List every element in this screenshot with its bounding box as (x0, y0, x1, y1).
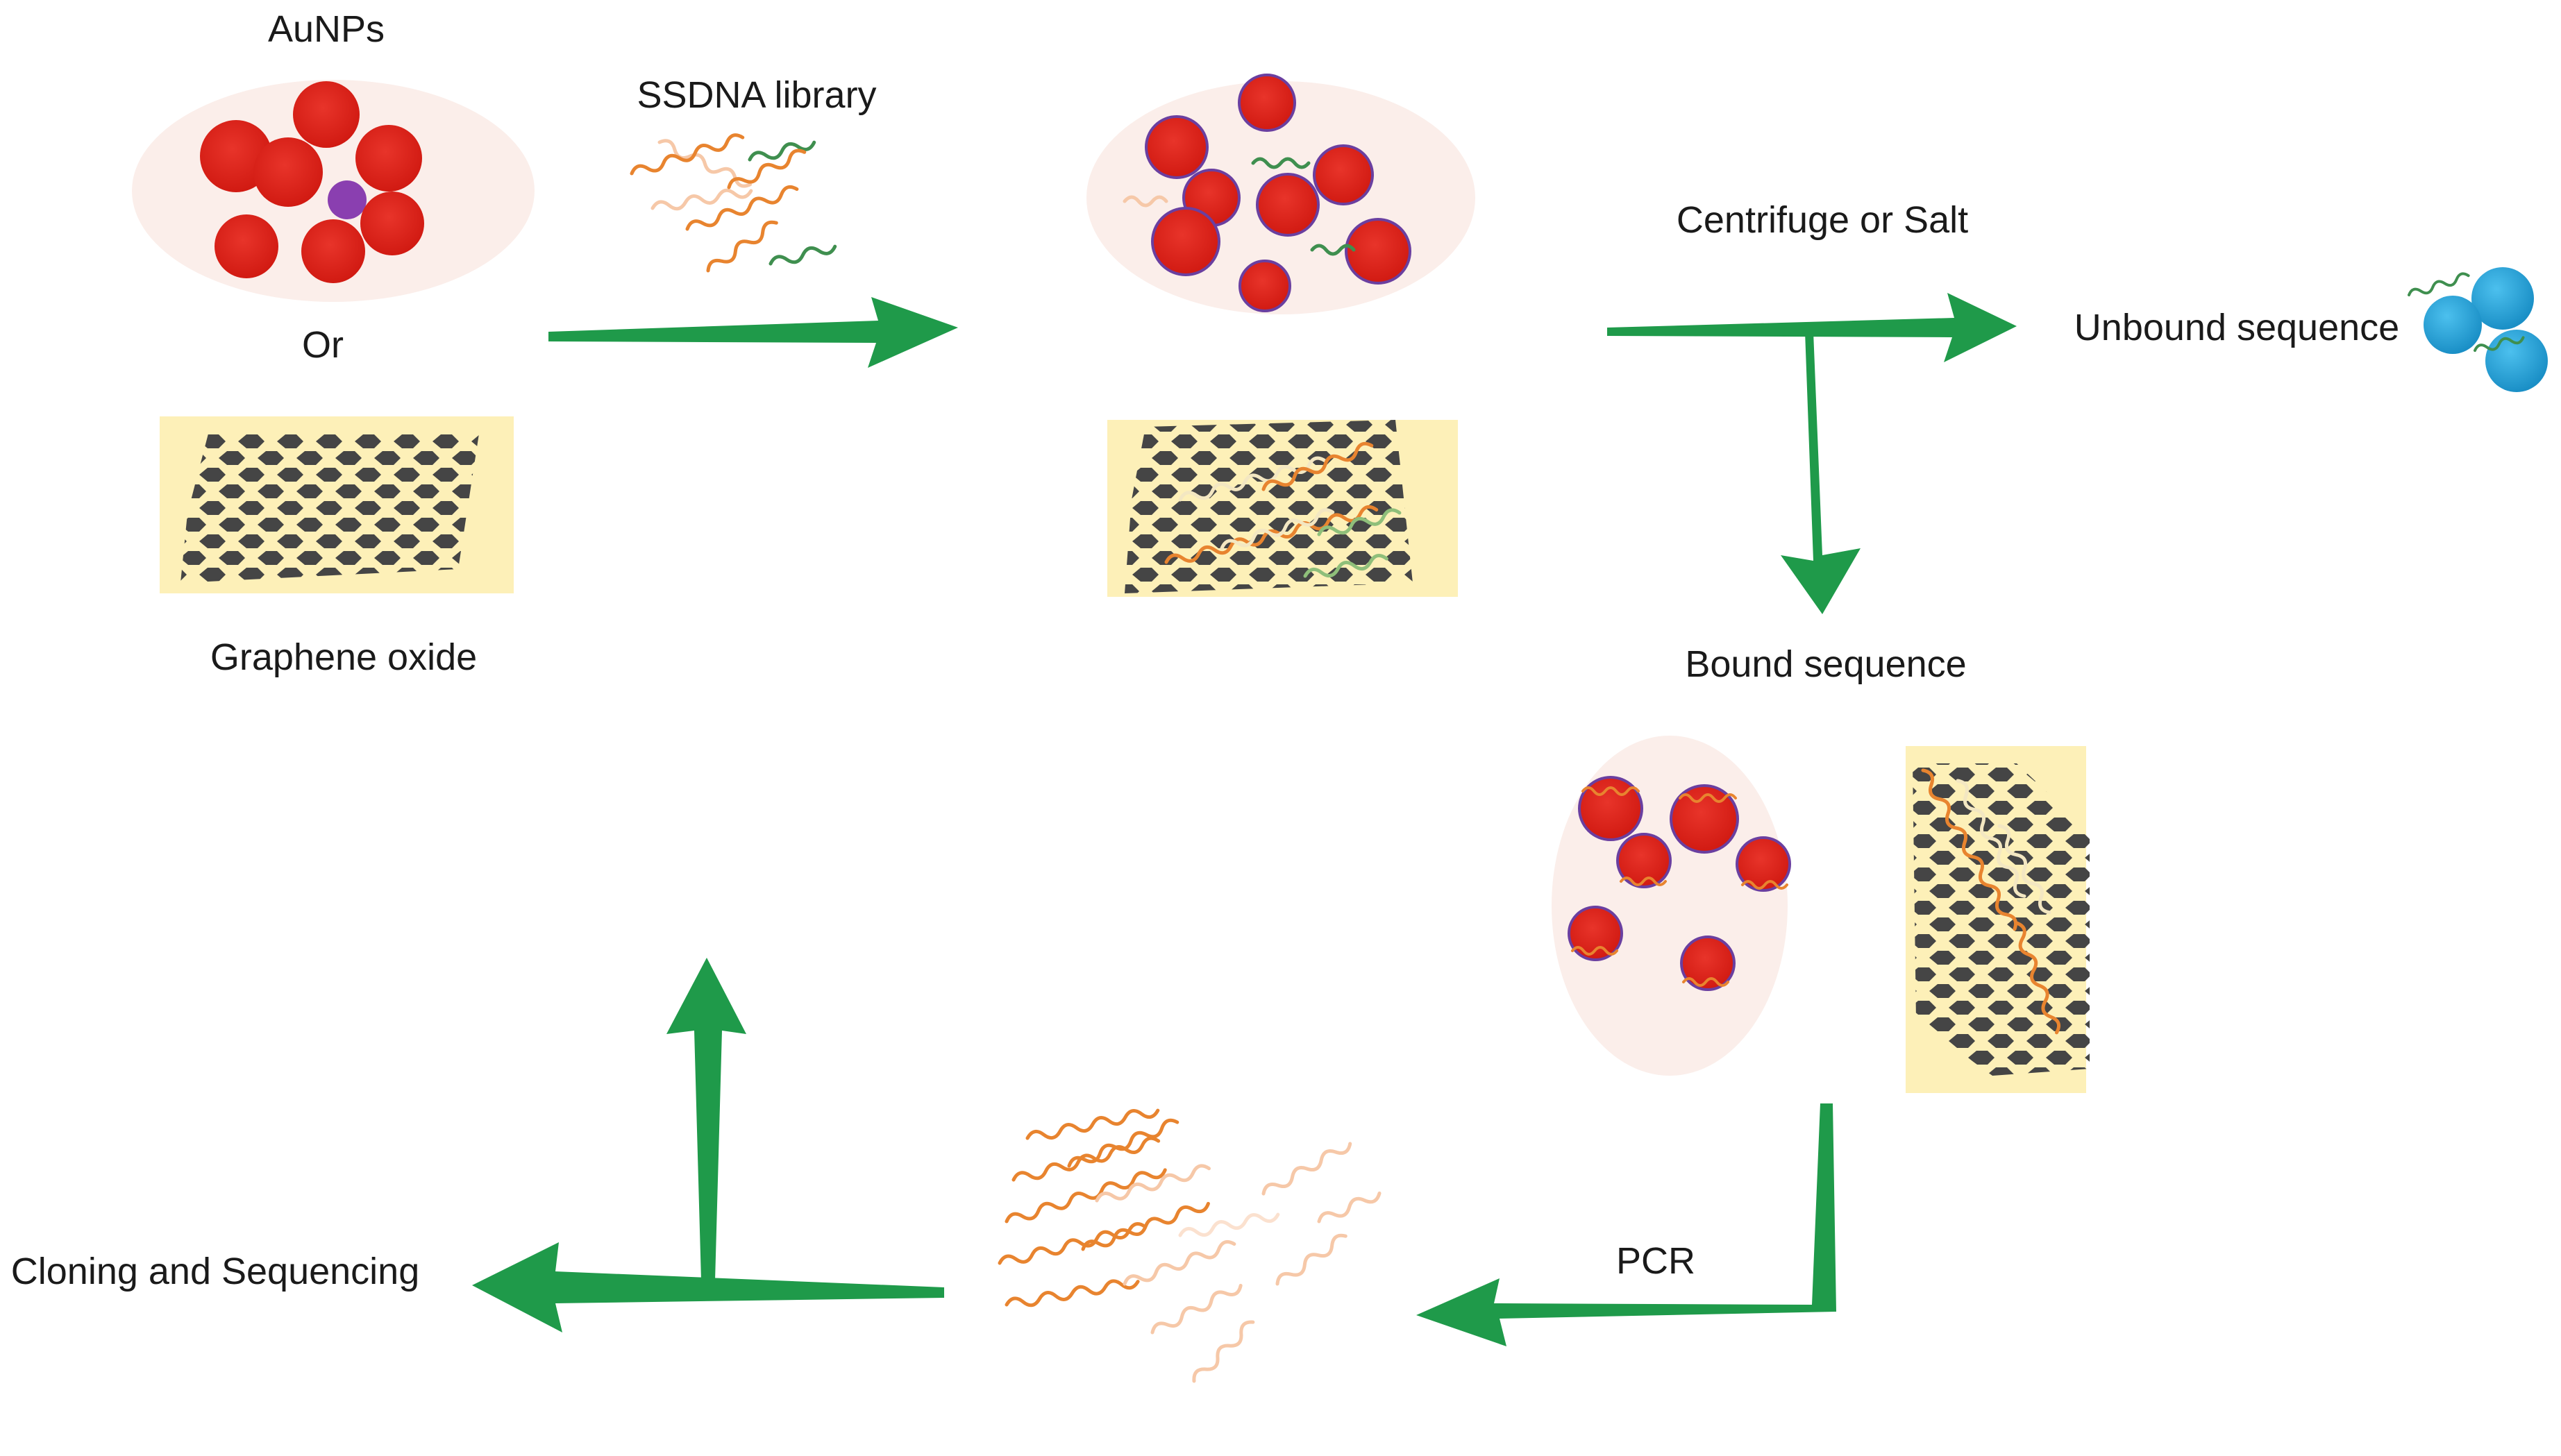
aunps-label: AuNPs (268, 8, 385, 50)
unbound-particles (2408, 267, 2548, 392)
aunps-with-dna (1086, 74, 1475, 314)
bound-graphene (1906, 746, 2090, 1093)
pcr-label: PCR (1616, 1240, 1695, 1282)
graphene-dna-hex-lattice (1125, 420, 1413, 593)
graphene-oxide-hex-lattice (180, 434, 479, 583)
graphene-oxide-label: Graphene oxide (210, 636, 477, 678)
graphene-oxide-sheet (160, 416, 514, 593)
unbound-sequence-label: Unbound sequence (2074, 307, 2399, 348)
ssdna-library-strands (630, 133, 837, 273)
bound-graphene-hex-lattice (1913, 763, 2090, 1076)
amplified-dna-pool (998, 1108, 1382, 1383)
arrow-to-bound (1781, 332, 1861, 614)
ssdna-library-label: SSDNA library (637, 74, 876, 116)
arrow-pcr (1416, 1103, 1836, 1346)
arrow-to-cloning (472, 1242, 944, 1332)
or-label: Or (302, 324, 344, 366)
bound-aunps (1552, 736, 1791, 1076)
centrifuge-or-salt-label: Centrifuge or Salt (1677, 199, 1968, 241)
graphene-with-dna (1107, 420, 1458, 597)
arrow-to-binding (548, 297, 958, 368)
cloning-and-sequencing-label: Cloning and Sequencing (11, 1251, 419, 1292)
aunps-cluster (132, 80, 535, 302)
gold-nanoparticles (200, 81, 424, 283)
bound-sequence-label: Bound sequence (1685, 643, 1966, 685)
arrow-to-unbound (1607, 293, 2017, 362)
arrow-up-loop (666, 958, 746, 1280)
